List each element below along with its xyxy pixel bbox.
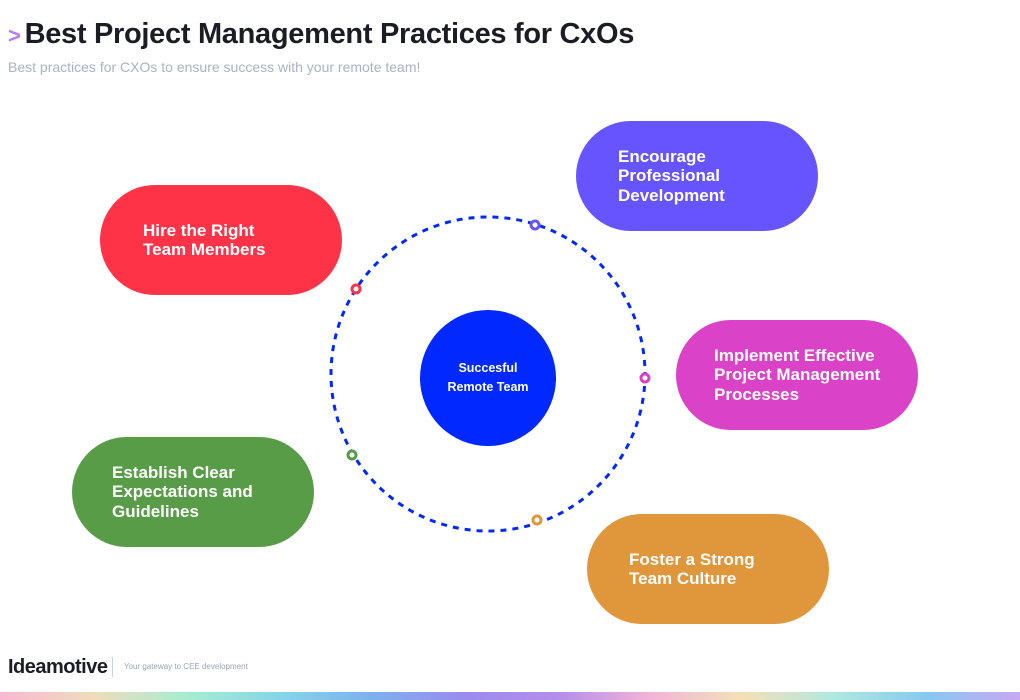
center-line-2: Remote Team <box>447 380 529 394</box>
footer-tagline: Your gateway to CEE development <box>124 662 248 671</box>
line: Guidelines <box>112 501 199 521</box>
chevron-right-icon: > <box>8 22 21 48</box>
center-circle <box>420 310 556 446</box>
line: Team Culture <box>629 569 737 588</box>
line: Team Members <box>143 240 266 259</box>
line: Development <box>618 185 725 205</box>
footer-divider <box>112 657 113 677</box>
title-text: Best Project Management Practices for Cx… <box>24 18 635 50</box>
page-title: > Best Project Management Practices for … <box>8 18 634 51</box>
line: Project Management <box>714 365 881 385</box>
orbit-marker-dot <box>639 372 651 384</box>
page-subtitle: Best practices for CXOs to ensure succes… <box>8 59 421 75</box>
line: Hire the Right <box>143 220 255 240</box>
orbit-marker-dot <box>529 219 541 231</box>
rainbow-bar <box>0 692 1020 700</box>
line: Processes <box>714 384 800 404</box>
line: Professional <box>618 166 721 186</box>
line: Expectations and <box>112 482 253 502</box>
line: Implement Effective <box>714 345 875 365</box>
orbit-marker-dot <box>350 283 362 295</box>
ideamotive-logo: Ideamotive <box>8 656 108 678</box>
line: Establish Clear <box>112 462 235 482</box>
orbit-marker-dot <box>346 449 358 461</box>
line: Encourage <box>618 146 706 166</box>
line: Foster a Strong <box>629 549 755 569</box>
orbit-marker-dot <box>531 514 543 526</box>
center-line-1: Succesful <box>458 361 518 375</box>
